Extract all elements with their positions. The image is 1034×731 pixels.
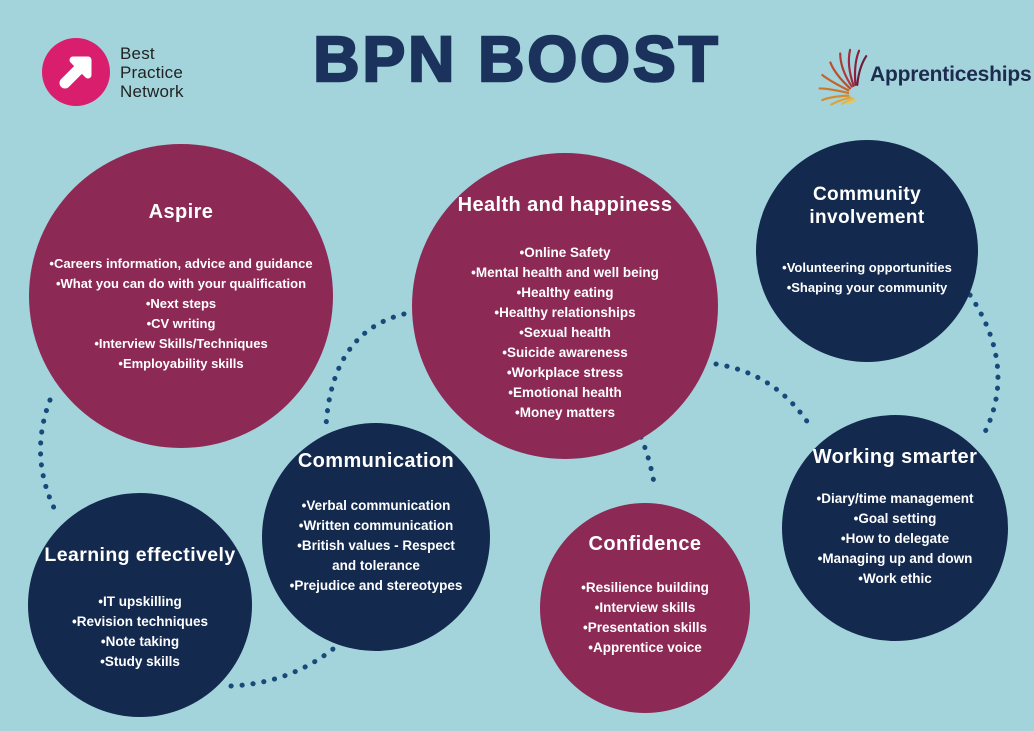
bullet-item: •Shaping your community: [786, 279, 948, 295]
apprenticeships-fan-icon: [818, 48, 868, 106]
topic-title: Communication: [297, 450, 455, 472]
topic-title: Community involvement: [809, 184, 925, 228]
topic-bullets: •IT upskilling •Revision techniques •Note …: [72, 592, 208, 672]
connector-learning-communication: [228, 642, 341, 689]
bullet-item: •Sexual health: [519, 325, 611, 340]
bullet-item: •Goal setting: [853, 511, 937, 526]
bullet-item: •Mental health and well being: [471, 265, 659, 280]
topic-bullets: •Careers information, advice and guidanc…: [49, 254, 312, 374]
bullet-item: •Work ethic: [858, 571, 932, 586]
bullet-item: •IT upskilling: [98, 594, 182, 610]
topic-circle-confidence: Confidence •Resilience building •Intervie…: [540, 503, 750, 713]
bullet-item: •Presentation skills: [582, 620, 708, 635]
topic-circle-aspire: Aspire •Careers information, advice and …: [29, 144, 333, 448]
topic-bullets: •Verbal communication •Written communicat…: [285, 496, 467, 596]
topic-title: Working smarter: [812, 446, 978, 468]
connector-aspire-communication: [323, 311, 407, 429]
bullet-item: •Interview Skills/Techniques: [94, 336, 268, 351]
bullet-item: •Online Safety: [519, 245, 611, 260]
topic-title: Learning effectively: [44, 544, 236, 566]
apprenticeships-logo: Apprenticeships: [816, 44, 1032, 106]
topic-circle-communication: Communication •Verbal communication •Writ…: [262, 423, 490, 651]
topic-bullets: •Online Safety •Mental health and well be…: [471, 243, 659, 423]
topic-circle-learning: Learning effectively •IT upskilling •Revi…: [28, 493, 252, 717]
bpn-arrow-icon: [42, 38, 110, 106]
bullet-item: •Verbal communication: [301, 498, 451, 513]
bullet-item: •Apprentice voice: [588, 640, 702, 655]
bullet-item: •Workplace stress: [506, 365, 624, 380]
bullet-item: •Suicide awareness: [502, 345, 628, 360]
bpn-logo-text: Best Practice Network: [120, 44, 184, 101]
bpn-logo-line: Network: [120, 81, 184, 101]
bullet-item: •Interview skills: [594, 600, 696, 615]
bullet-item: •Written communication: [298, 518, 454, 533]
bullet-item: •Money matters: [514, 405, 615, 420]
bullet-item: •Managing up and down: [817, 551, 973, 566]
connector-aspire-learning: [38, 397, 60, 517]
bullet-item: •Prejudice and stereotypes: [289, 578, 463, 593]
bullet-item: •Note taking: [100, 634, 180, 650]
topic-bullets: •Volunteering opportunities •Shaping your…: [782, 258, 952, 298]
topic-bullets: •Resilience building •Interview skills •Pr…: [581, 578, 709, 658]
bullet-item: •Healthy eating: [516, 285, 614, 300]
connector-health-working: [713, 361, 815, 432]
bullet-item: •Volunteering opportunities: [782, 259, 952, 275]
topic-title: Health and happiness: [457, 194, 673, 216]
bullet-item: •Revision techniques: [71, 614, 208, 630]
bullet-item: •Employability skills: [118, 356, 244, 371]
bullet-item: •What you can do with your qualification: [55, 276, 307, 291]
bullet-item: •CV writing: [146, 316, 216, 331]
bullet-item: •Study skills: [100, 654, 180, 670]
connector-community-working: [967, 292, 1001, 435]
best-practice-network-logo: Best Practice Network: [42, 38, 184, 106]
topic-circle-health: Health and happiness •Online Safety •Ment…: [412, 153, 718, 459]
bpn-logo-line: Practice: [120, 62, 184, 82]
connector-health-confidence: [638, 434, 658, 492]
bullet-item: •British values - Respect and tolerance: [297, 538, 455, 573]
topic-title: Confidence: [588, 533, 702, 555]
bpn-logo-line: Best: [120, 43, 155, 63]
bullet-item: •Next steps: [145, 296, 217, 311]
bullet-item: •Careers information, advice and guidanc…: [49, 256, 313, 271]
topic-circle-community: Community involvement •Volunteering oppo…: [756, 140, 978, 362]
bullet-item: •How to delegate: [840, 531, 950, 546]
bullet-item: •Diary/time management: [816, 491, 974, 506]
bullet-item: •Emotional health: [508, 385, 622, 400]
topic-circle-working: Working smarter •Diary/time management •G…: [782, 415, 1008, 641]
topic-bullets: •Diary/time management •Goal setting •How …: [816, 489, 973, 589]
bullet-item: •Healthy relationships: [494, 305, 636, 320]
apprenticeships-label: Apprenticeships: [870, 63, 1032, 86]
bullet-item: •Resilience building: [581, 580, 709, 595]
page-title: BPN BOOST: [312, 22, 721, 97]
topic-title: Aspire: [148, 201, 214, 223]
